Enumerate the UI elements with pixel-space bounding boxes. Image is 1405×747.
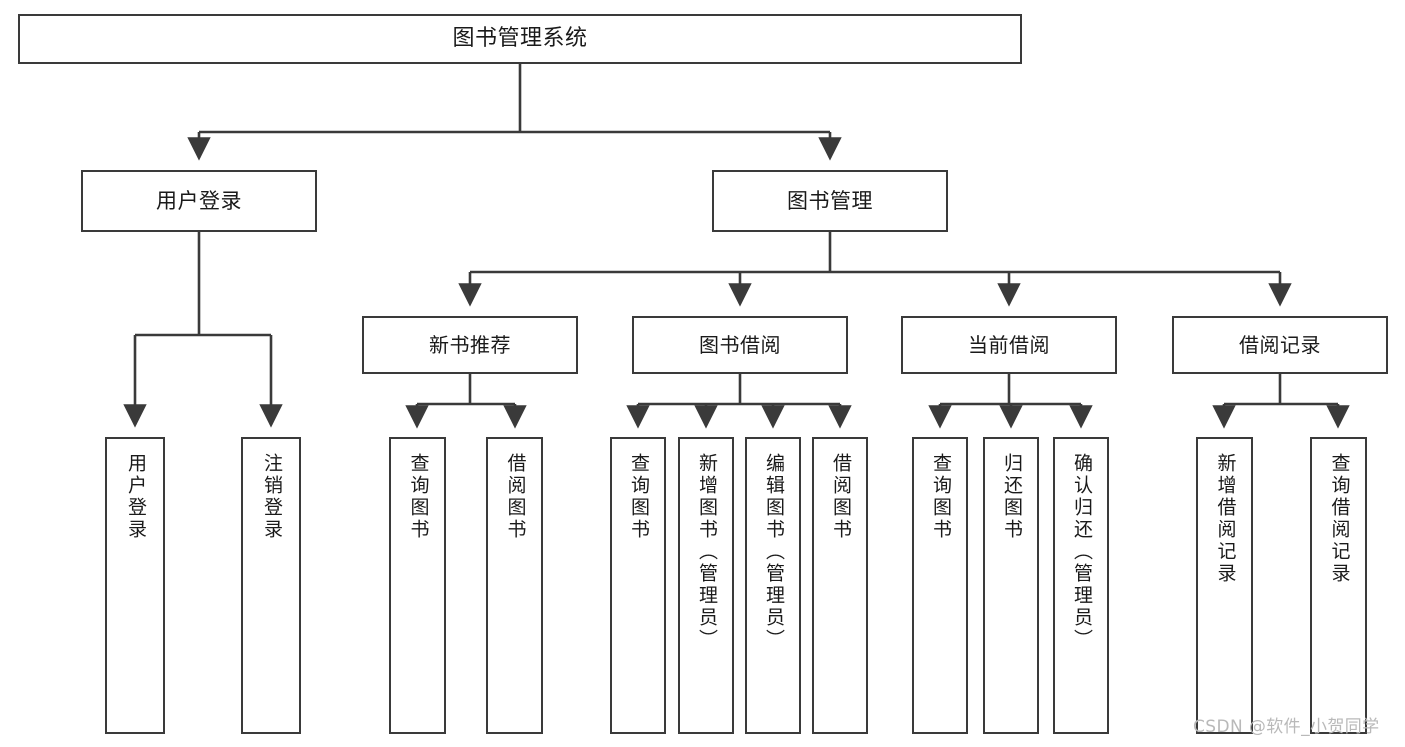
leaf-query-book-borrow[interactable]: 查询图书 (610, 437, 666, 734)
node-label: 借阅图书 (504, 453, 527, 541)
node-label: 借阅记录 (1239, 332, 1321, 357)
node-new-book-rec[interactable]: 新书推荐 (362, 316, 578, 374)
node-root-system[interactable]: 图书管理系统 (18, 14, 1022, 64)
leaf-user-login[interactable]: 用户登录 (105, 437, 165, 734)
node-book-manage[interactable]: 图书管理 (712, 170, 948, 232)
node-label: 图书管理 (787, 188, 873, 213)
node-user-login[interactable]: 用户登录 (81, 170, 317, 232)
node-label: 查询图书 (929, 453, 952, 541)
node-label: 用户登录 (156, 188, 242, 213)
node-label: 查询图书 (627, 453, 650, 541)
leaf-logout[interactable]: 注销登录 (241, 437, 301, 734)
node-book-borrow[interactable]: 图书借阅 (632, 316, 848, 374)
node-label: 新增图书（管理员） (695, 453, 718, 651)
leaf-return-book[interactable]: 归还图书 (983, 437, 1039, 734)
node-label: 新书推荐 (429, 332, 511, 357)
leaf-query-book-rec[interactable]: 查询图书 (389, 437, 446, 734)
leaf-confirm-return[interactable]: 确认归还（管理员） (1053, 437, 1109, 734)
node-current-borrow[interactable]: 当前借阅 (901, 316, 1117, 374)
node-label: 确认归还（管理员） (1070, 453, 1093, 651)
node-label: 当前借阅 (968, 332, 1050, 357)
leaf-query-borrow-record[interactable]: 查询借阅记录 (1310, 437, 1367, 734)
leaf-borrow-book-rec[interactable]: 借阅图书 (486, 437, 543, 734)
node-label: 用户登录 (124, 453, 147, 541)
node-label: 编辑图书（管理员） (762, 453, 785, 651)
leaf-edit-book[interactable]: 编辑图书（管理员） (745, 437, 801, 734)
node-label: 新增借阅记录 (1214, 453, 1237, 585)
leaf-add-book[interactable]: 新增图书（管理员） (678, 437, 734, 734)
leaf-query-book-current[interactable]: 查询图书 (912, 437, 968, 734)
node-borrow-record[interactable]: 借阅记录 (1172, 316, 1388, 374)
node-label: 归还图书 (1000, 453, 1023, 541)
leaf-add-borrow-record[interactable]: 新增借阅记录 (1196, 437, 1253, 734)
node-label: 借阅图书 (829, 453, 852, 541)
leaf-borrow-book[interactable]: 借阅图书 (812, 437, 868, 734)
node-label: 注销登录 (260, 453, 283, 541)
node-label: 图书借阅 (699, 332, 781, 357)
node-label: 查询图书 (407, 453, 430, 541)
node-label: 图书管理系统 (452, 26, 588, 52)
csdn-watermark: CSDN @软件_小贺同学 (1193, 717, 1380, 737)
node-label: 查询借阅记录 (1328, 453, 1351, 585)
